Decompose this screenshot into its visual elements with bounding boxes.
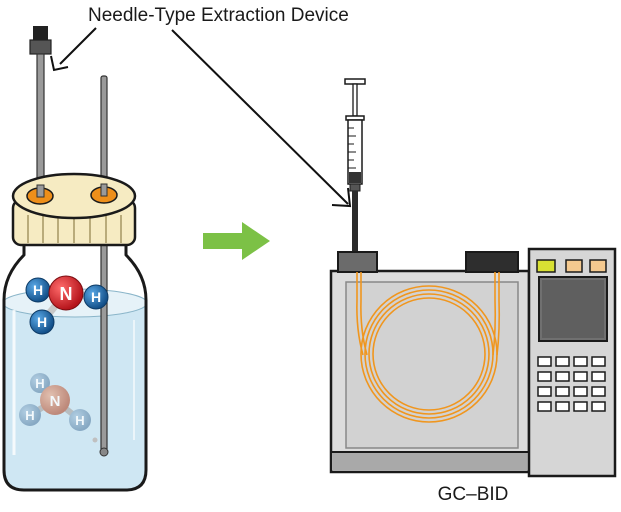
svg-text:H: H — [35, 376, 44, 391]
gc-keypad — [537, 356, 606, 412]
ammonia-molecule-icon: H H N H — [25, 275, 109, 335]
vial-long-needle — [92, 75, 109, 457]
svg-text:H: H — [91, 289, 101, 305]
svg-text:H: H — [33, 282, 43, 298]
gc-instrument — [329, 247, 617, 478]
needle-extraction-device — [29, 26, 52, 198]
ammonia-molecule-dissolved: H N H H — [19, 373, 91, 431]
svg-text:N: N — [50, 393, 61, 410]
device-label: Needle-Type Extraction Device — [88, 5, 349, 26]
instrument-label: GC–BID — [438, 484, 509, 505]
svg-text:H: H — [25, 408, 34, 423]
gc-column-coil — [356, 272, 501, 423]
vial-liquid — [4, 288, 146, 490]
svg-text:N: N — [60, 284, 73, 304]
sample-vial — [2, 245, 148, 492]
syringe-icon — [344, 78, 366, 255]
vial-cap — [11, 172, 137, 247]
svg-text:H: H — [37, 314, 47, 330]
label-pointer-left — [50, 27, 97, 72]
svg-text:H: H — [75, 413, 84, 428]
arrow-right-icon — [203, 222, 270, 260]
label-pointer-right — [171, 29, 352, 208]
